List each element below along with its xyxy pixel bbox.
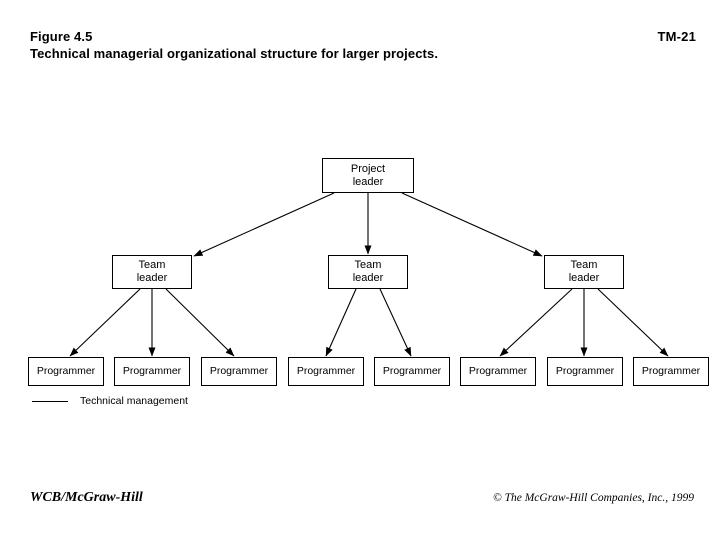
node-label-line1: Programmer xyxy=(555,365,615,377)
figure-label: Figure 4.5 xyxy=(30,29,93,44)
node-label-line2: leader xyxy=(352,272,384,284)
node-label-line2: leader xyxy=(352,175,384,188)
node-label-line1: Programmer xyxy=(382,365,442,377)
legend: Technical management xyxy=(32,394,188,408)
footer-publisher: WCB/McGraw-Hill xyxy=(30,490,143,505)
legend-label: Technical management xyxy=(80,395,188,407)
node-programmer-6[interactable]: Programmer xyxy=(460,357,536,386)
node-programmer-7[interactable]: Programmer xyxy=(547,357,623,386)
node-label-line1: Team xyxy=(138,259,166,271)
node-label-line2: leader xyxy=(568,272,600,284)
edge-team-3-to-prog-6 xyxy=(499,288,573,357)
node-label-line1: Programmer xyxy=(641,365,701,377)
node-label-line1: Programmer xyxy=(468,365,528,377)
node-label-line1: Programmer xyxy=(122,365,182,377)
node-programmer-8[interactable]: Programmer xyxy=(633,357,709,386)
node-project-leader[interactable]: Project leader xyxy=(322,158,414,193)
legend-line-swatch xyxy=(32,400,68,402)
figure-subtitle: Technical managerial organizational stru… xyxy=(30,46,439,61)
node-programmer-5[interactable]: Programmer xyxy=(374,357,450,386)
node-label-line1: Team xyxy=(570,259,598,271)
node-programmer-3[interactable]: Programmer xyxy=(201,357,277,386)
node-team-leader-2[interactable]: Team leader xyxy=(328,255,408,289)
edge-project-to-team-1 xyxy=(193,192,335,257)
edge-project-to-team-3 xyxy=(401,192,543,257)
edge-team-1-to-prog-3 xyxy=(165,288,235,357)
node-team-leader-1[interactable]: Team leader xyxy=(112,255,192,289)
node-programmer-4[interactable]: Programmer xyxy=(288,357,364,386)
node-programmer-2[interactable]: Programmer xyxy=(114,357,190,386)
node-label-line2: leader xyxy=(136,272,168,284)
node-team-leader-3[interactable]: Team leader xyxy=(544,255,624,289)
node-programmer-1[interactable]: Programmer xyxy=(28,357,104,386)
node-label-line1: Programmer xyxy=(36,365,96,377)
slide-code: TM-21 xyxy=(657,29,696,44)
node-label-line1: Team xyxy=(354,259,382,271)
edge-team-3-to-prog-8 xyxy=(597,288,669,357)
node-label-line1: Programmer xyxy=(296,365,356,377)
edge-team-2-to-prog-5 xyxy=(379,288,412,357)
node-label-line1: Project xyxy=(350,162,386,175)
footer-copyright: © The McGraw-Hill Companies, Inc., 1999 xyxy=(492,492,694,504)
node-label-line1: Programmer xyxy=(209,365,269,377)
edge-team-1-to-prog-1 xyxy=(69,288,141,357)
edge-team-2-to-prog-4 xyxy=(325,288,357,357)
